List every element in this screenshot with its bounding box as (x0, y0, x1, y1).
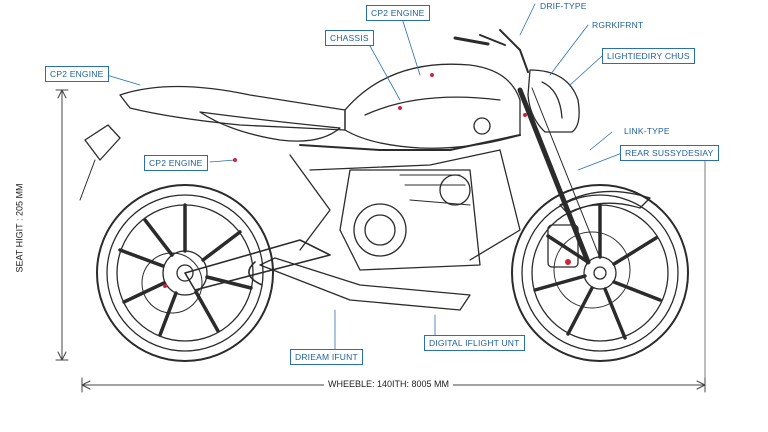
label-chassis: CHASSIS (325, 30, 374, 46)
label-cp2-engine-left: CP2 ENGINE (45, 66, 109, 82)
label-cp2-engine-mid: CP2 ENGINE (144, 155, 208, 171)
engine (339, 169, 481, 271)
marker-dots (163, 73, 571, 288)
label-drive-type: DRIF-TYPE (540, 1, 587, 11)
rear-wheel (96, 184, 274, 362)
front-wheel (511, 184, 689, 362)
label-link-type: LINK-TYPE (624, 126, 670, 136)
seat-tail (79, 85, 346, 201)
frame (289, 134, 521, 261)
label-cp2-engine-top: CP2 ENGINE (366, 5, 430, 21)
label-exhaust-unit: DRIEAM IFUNT (290, 349, 363, 365)
headlight-fairing (453, 29, 580, 133)
label-digital-unit: DIGITAL IFLIGHT UNT (424, 335, 525, 351)
exhaust (248, 257, 471, 311)
front-forks (517, 87, 651, 268)
seat-height-dimension: SEAT HIGIT : 205 MM (14, 180, 25, 276)
label-rear-suspension: REAR SUSSYDESIAY (620, 145, 719, 161)
label-lightweight: LIGHTIEDIRY CHUS (602, 48, 695, 64)
label-rear-front: RGRKIFRNT (592, 20, 644, 30)
swingarm (184, 239, 331, 291)
fuel-tank (344, 63, 521, 149)
callout-lines (99, 3, 623, 353)
wheelbase-dimension: WHEEBLE: 140ITH: 8005 MM (324, 379, 454, 389)
